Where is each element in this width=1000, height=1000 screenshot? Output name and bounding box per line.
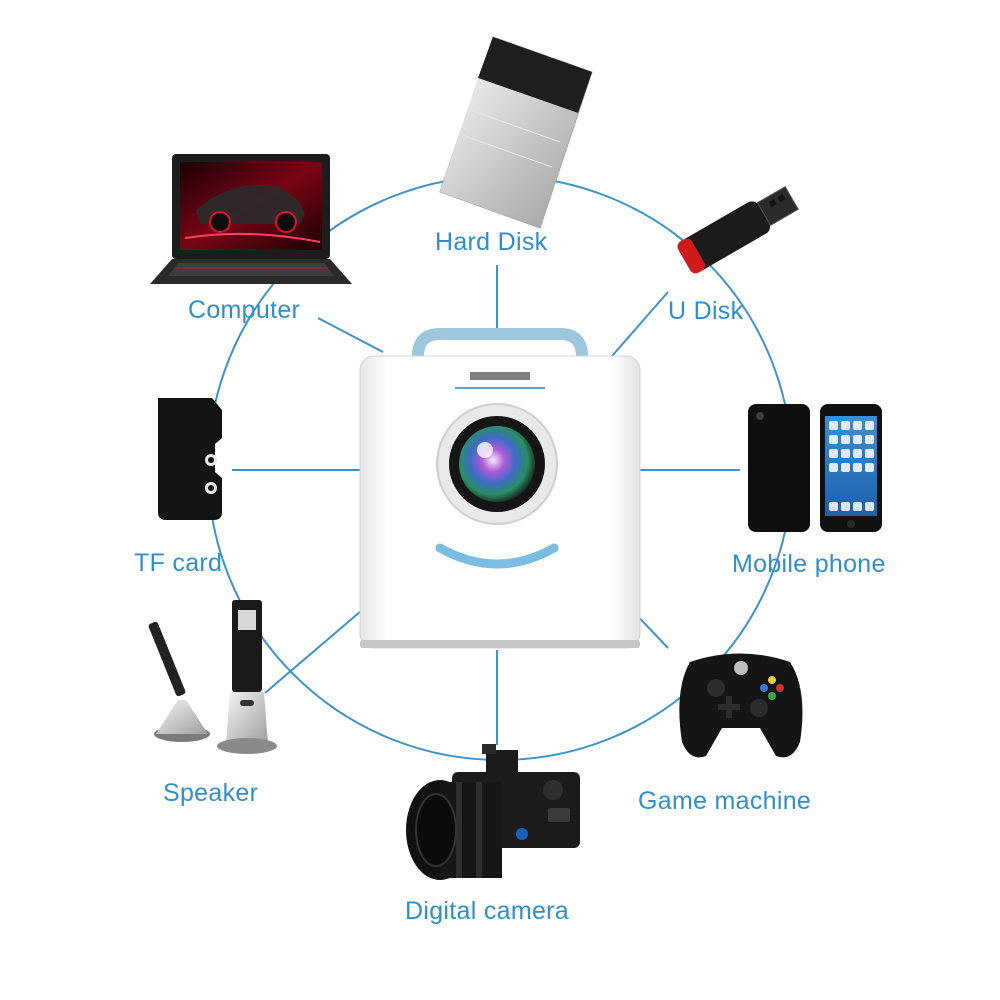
- label-game-machine: Game machine: [638, 787, 812, 815]
- laptop-icon: [150, 154, 352, 284]
- label-computer: Computer: [188, 296, 301, 324]
- label-mobile-phone: Mobile phone: [732, 550, 886, 578]
- spoke-computer: [317, 317, 384, 353]
- mobile-phone-icon: [748, 404, 882, 532]
- speaker-icon: [148, 600, 277, 754]
- usb-drive-icon: [677, 186, 799, 274]
- spoke-speaker: [264, 604, 369, 694]
- spoke-u-disk: [611, 291, 669, 357]
- hard-disk-icon: [439, 36, 593, 229]
- label-tf-card: TF card: [134, 549, 223, 577]
- tf-card-icon: [158, 398, 222, 520]
- connection-spokes: [232, 265, 740, 745]
- label-digital-camera: Digital camera: [405, 897, 569, 925]
- projector-device: [359, 328, 641, 649]
- camera-icon: [406, 744, 580, 880]
- label-u-disk: U Disk: [668, 297, 744, 325]
- label-speaker: Speaker: [163, 779, 259, 807]
- game-controller-icon: [679, 653, 803, 758]
- label-hard-disk: Hard Disk: [435, 228, 548, 256]
